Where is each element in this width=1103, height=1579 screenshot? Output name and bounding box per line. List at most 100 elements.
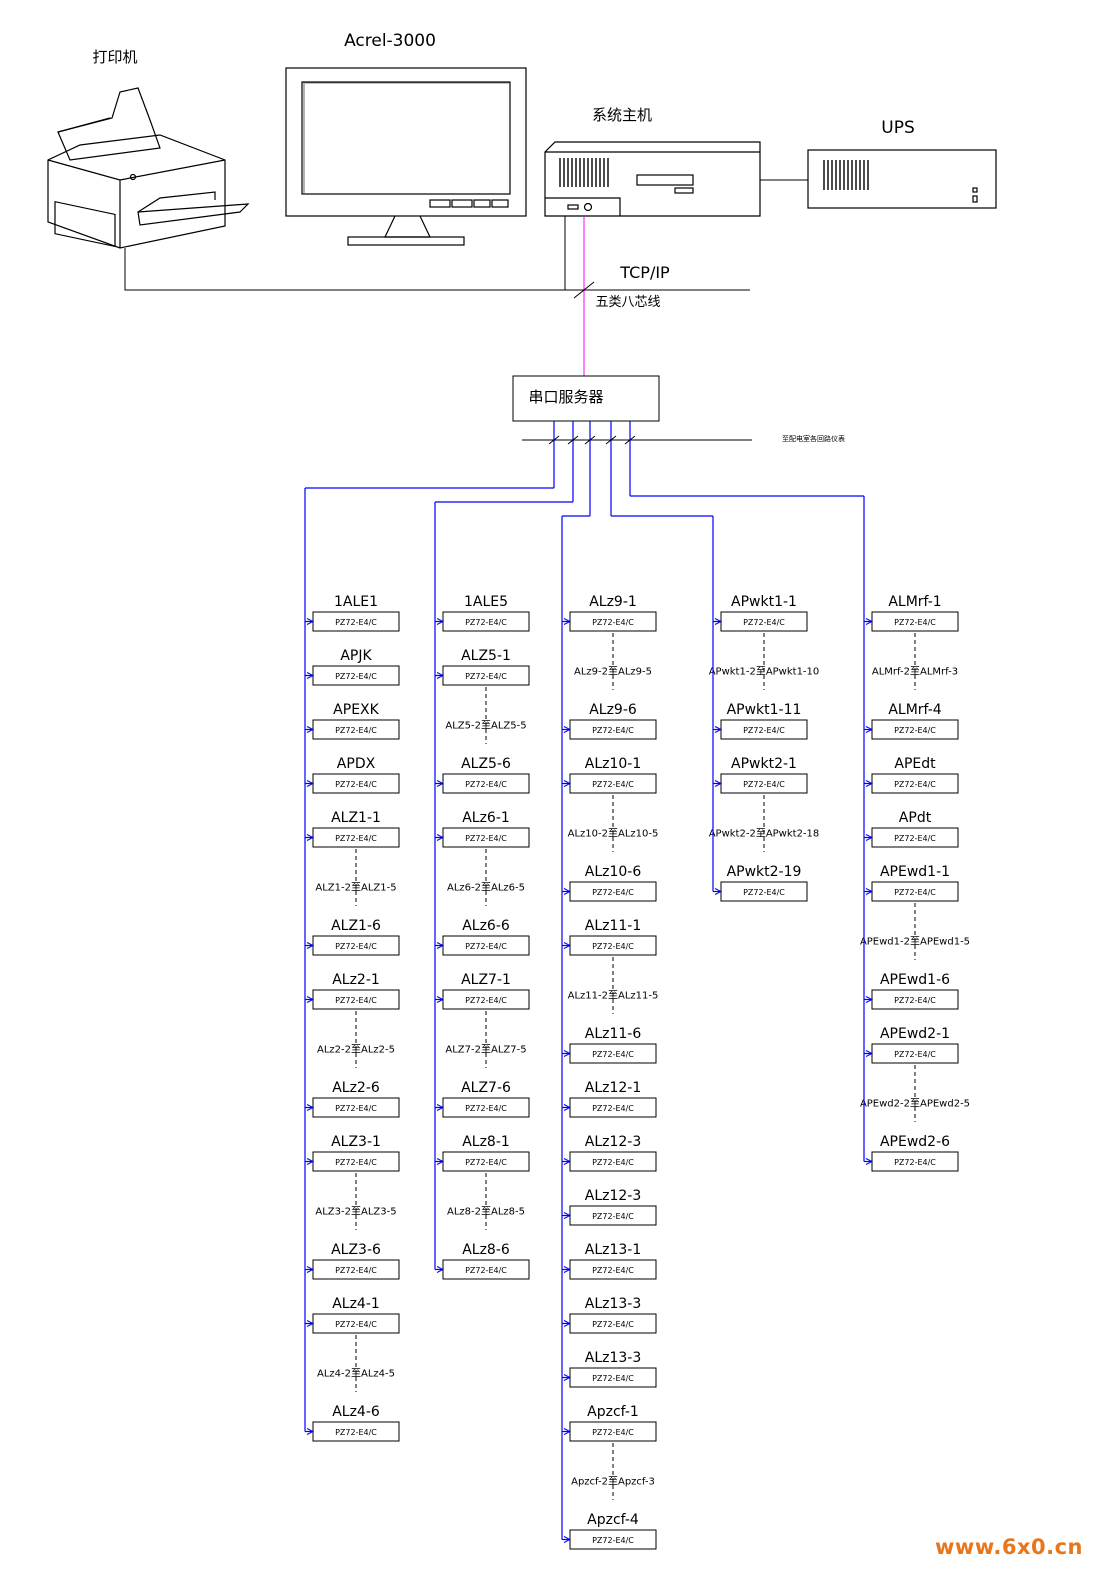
meter-label: ALz4-1 bbox=[332, 1296, 380, 1312]
meter-label: ALz6-1 bbox=[462, 810, 510, 826]
meter-model: PZ72-E4/C bbox=[592, 726, 634, 735]
tap-arrow-icon bbox=[306, 618, 315, 625]
meter-model: PZ72-E4/C bbox=[592, 942, 634, 951]
meter-model: PZ72-E4/C bbox=[743, 780, 785, 789]
tap-arrow-icon bbox=[563, 1266, 572, 1273]
range-label: ALz2-2至ALz2-5 bbox=[317, 1044, 395, 1056]
bus-tick bbox=[548, 435, 560, 445]
meter-label: APDX bbox=[337, 756, 376, 772]
tap-arrow-icon bbox=[436, 1158, 445, 1165]
tap-arrow-icon bbox=[865, 996, 874, 1003]
tap-arrow-icon bbox=[306, 672, 315, 679]
cable-slash bbox=[573, 281, 595, 299]
printer-label: 打印机 bbox=[92, 48, 137, 66]
range-label: ALz9-2至ALz9-5 bbox=[574, 666, 652, 678]
meter-label: APEwd2-1 bbox=[880, 1026, 950, 1042]
tap-arrow-icon bbox=[306, 1104, 315, 1111]
meter-model: PZ72-E4/C bbox=[465, 1266, 507, 1275]
meter-label: APwkt1-11 bbox=[727, 702, 802, 718]
meter-label: ALZ3-6 bbox=[331, 1242, 381, 1258]
bus-tick bbox=[624, 435, 636, 445]
tap-arrow-icon bbox=[714, 726, 723, 733]
tap-arrow-icon bbox=[714, 888, 723, 895]
range-label: ALz6-2至ALz6-5 bbox=[447, 882, 525, 894]
meter-label: 1ALE5 bbox=[464, 594, 508, 610]
tap-arrow-icon bbox=[563, 1374, 572, 1381]
cable-label: 五类八芯线 bbox=[595, 295, 660, 310]
meter-model: PZ72-E4/C bbox=[894, 834, 936, 843]
tap-arrow-icon bbox=[865, 726, 874, 733]
tap-arrow-icon bbox=[563, 888, 572, 895]
meter-label: ALZ5-6 bbox=[461, 756, 511, 772]
meter-label: ALZ1-6 bbox=[331, 918, 381, 934]
range-label: ALz10-2至ALz10-5 bbox=[568, 828, 659, 840]
meter-label: ALZ3-1 bbox=[331, 1134, 381, 1150]
tap-arrow-icon bbox=[865, 834, 874, 841]
meter-model: PZ72-E4/C bbox=[465, 618, 507, 627]
meter-label: ALZ1-1 bbox=[331, 810, 381, 826]
meter-model: PZ72-E4/C bbox=[465, 996, 507, 1005]
watermark: www.6x0.cn bbox=[935, 1535, 1083, 1559]
monitor bbox=[285, 67, 527, 246]
tap-arrow-icon bbox=[563, 1050, 572, 1057]
meter-model: PZ72-E4/C bbox=[592, 1536, 634, 1545]
tap-arrow-icon bbox=[436, 780, 445, 787]
meter-model: PZ72-E4/C bbox=[592, 1050, 634, 1059]
meter-label: ALz2-1 bbox=[332, 972, 380, 988]
meter-model: PZ72-E4/C bbox=[465, 780, 507, 789]
meter-label: Apzcf-4 bbox=[587, 1512, 639, 1528]
meter-model: PZ72-E4/C bbox=[592, 888, 634, 897]
meter-label: ALz10-6 bbox=[585, 864, 642, 880]
tap-arrow-icon bbox=[306, 1158, 315, 1165]
protocol-label: TCP/IP bbox=[619, 263, 670, 282]
tap-arrow-icon bbox=[865, 888, 874, 895]
tap-arrow-icon bbox=[436, 1104, 445, 1111]
meter-label: APwkt2-1 bbox=[731, 756, 797, 772]
tap-arrow-icon bbox=[306, 1266, 315, 1273]
tap-arrow-icon bbox=[563, 1320, 572, 1327]
range-label: APEwd1-2至APEwd1-5 bbox=[860, 936, 970, 948]
ups bbox=[807, 149, 997, 209]
range-label: ALZ7-2至ALZ7-5 bbox=[445, 1044, 526, 1056]
range-label: ALz8-2至ALz8-5 bbox=[447, 1206, 525, 1218]
tap-arrow-icon bbox=[306, 996, 315, 1003]
bus-tick bbox=[567, 435, 579, 445]
meter-model: PZ72-E4/C bbox=[335, 726, 377, 735]
tap-arrow-icon bbox=[306, 1320, 315, 1327]
meter-model: PZ72-E4/C bbox=[894, 726, 936, 735]
meter-model: PZ72-E4/C bbox=[335, 942, 377, 951]
tap-arrow-icon bbox=[563, 1104, 572, 1111]
tap-arrow-icon bbox=[865, 618, 874, 625]
range-label: ALZ1-2至ALZ1-5 bbox=[315, 882, 396, 894]
tap-arrow-icon bbox=[306, 780, 315, 787]
tap-arrow-icon bbox=[563, 1536, 572, 1543]
bus-note: 至配电室各回路仪表 bbox=[782, 434, 845, 443]
range-label: ALZ5-2至ALZ5-5 bbox=[445, 720, 526, 732]
host-vents bbox=[559, 158, 609, 187]
meter-label: APEwd2-6 bbox=[880, 1134, 950, 1150]
meter-model: PZ72-E4/C bbox=[592, 1320, 634, 1329]
meter-label: ALMrf-4 bbox=[888, 702, 941, 718]
serial-server-label: 串口服务器 bbox=[528, 388, 603, 406]
meter-label: ALz12-3 bbox=[585, 1188, 642, 1204]
meter-model: PZ72-E4/C bbox=[335, 672, 377, 681]
meter-label: ALz6-6 bbox=[462, 918, 510, 934]
monitor-label: Acrel-3000 bbox=[344, 31, 436, 51]
meter-model: PZ72-E4/C bbox=[592, 1266, 634, 1275]
range-label: APwkt1-2至APwkt1-10 bbox=[709, 666, 820, 678]
meter-label: ALz10-1 bbox=[585, 756, 642, 772]
tap-arrow-icon bbox=[436, 996, 445, 1003]
meter-model: PZ72-E4/C bbox=[335, 1428, 377, 1437]
range-label: ALZ3-2至ALZ3-5 bbox=[315, 1206, 396, 1218]
meter-model: PZ72-E4/C bbox=[894, 780, 936, 789]
meter-label: ALMrf-1 bbox=[888, 594, 941, 610]
meter-model: PZ72-E4/C bbox=[894, 1158, 936, 1167]
tap-arrow-icon bbox=[436, 834, 445, 841]
meter-model: PZ72-E4/C bbox=[894, 618, 936, 627]
tap-arrow-icon bbox=[563, 1428, 572, 1435]
tap-arrow-icon bbox=[865, 1050, 874, 1057]
tap-arrow-icon bbox=[563, 1158, 572, 1165]
meter-model: PZ72-E4/C bbox=[465, 672, 507, 681]
meter-label: APEdt bbox=[894, 756, 936, 772]
meter-label: 1ALE1 bbox=[334, 594, 378, 610]
